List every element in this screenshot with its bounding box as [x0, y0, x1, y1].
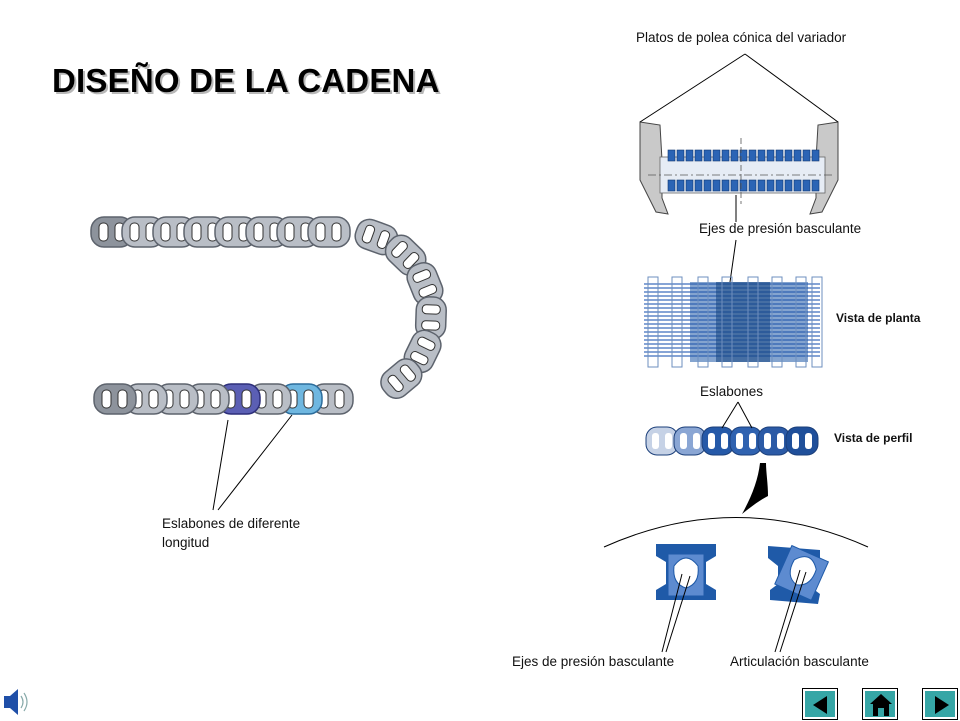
zoom-arrow [742, 463, 768, 514]
profile-link [729, 426, 763, 456]
label-articulacion: Articulación basculante [730, 654, 869, 669]
label-eslabones-diferente: Eslabones de diferente longitud [162, 516, 301, 550]
next-button[interactable] [922, 688, 958, 720]
chain-link [414, 296, 447, 340]
label-ejes-bottom: Ejes de presión basculante [512, 654, 675, 669]
prev-button[interactable] [802, 688, 838, 720]
pulley-plates [639, 121, 839, 215]
label-ejes-top: Ejes de presión basculante [699, 221, 862, 236]
triangle-right-icon [935, 696, 949, 714]
zoomed-links [656, 544, 830, 604]
triangle-left-icon [813, 696, 827, 714]
speaker-icon[interactable] [0, 684, 34, 720]
profile-link [785, 426, 819, 456]
label-vista-planta: Vista de planta [836, 311, 921, 325]
chain-link [93, 383, 137, 415]
chain-link [406, 261, 444, 306]
chain-link [307, 216, 351, 248]
home-button[interactable] [862, 688, 898, 720]
label-eslabones: Eslabones [700, 384, 764, 399]
profile-link [757, 426, 791, 456]
slide-title: DISEÑO DE LA CADENA [52, 62, 440, 99]
profile-link [673, 426, 707, 456]
label-platos: Platos de polea cónica del variador [636, 30, 847, 45]
home-icon [870, 694, 892, 716]
profile-link [645, 426, 679, 456]
chain-links [90, 216, 447, 415]
zoom-arc [603, 517, 869, 548]
leader-lines-eslabones-right [721, 401, 753, 429]
profile-link [701, 426, 735, 456]
leader-lines-zoom [661, 569, 807, 653]
plan-view [644, 276, 823, 368]
leader-lines-platos [639, 53, 839, 283]
leader-lines-eslabones [212, 414, 293, 511]
chain-link [380, 358, 423, 400]
profile-view [645, 426, 819, 456]
label-vista-perfil: Vista de perfil [834, 431, 913, 445]
